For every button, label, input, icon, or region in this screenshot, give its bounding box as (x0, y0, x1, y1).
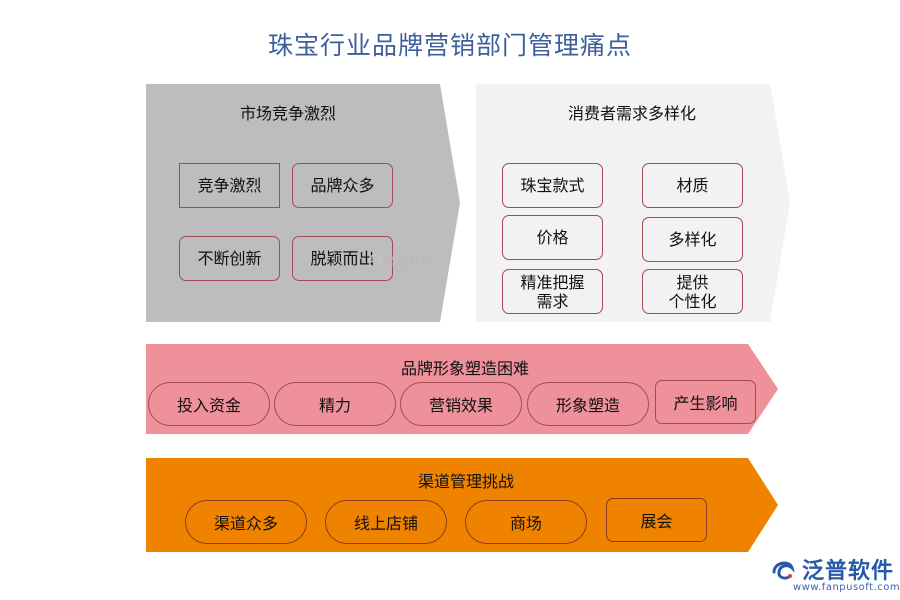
brand-item-energy: 精力 (274, 382, 396, 426)
market-panel-title: 市场竞争激烈 (240, 104, 337, 123)
brand-item-marketing-effect: 营销效果 (400, 382, 522, 426)
market-item-stand-out: 脱颖而出 (292, 236, 393, 281)
center-watermark-text: 泛普软件 (385, 254, 434, 268)
consumer-item-material: 材质 (642, 163, 743, 208)
market-competition-panel: 市场竞争激烈 竞争激烈 品牌众多 不断创新 脱颖而出 (146, 84, 460, 322)
brand-image-panel: 品牌形象塑造困难 投入资金 精力 营销效果 形象塑造 产生影响 (146, 344, 778, 434)
consumer-item-style: 珠宝款式 (502, 163, 603, 208)
brand-item-image-shaping: 形象塑造 (527, 382, 649, 426)
brand-item-impact: 产生影响 (655, 380, 756, 424)
watermark-logo-icon (368, 253, 382, 268)
logo-url: www.fanpusoft.com (793, 582, 900, 593)
brand-item-funding: 投入资金 (148, 382, 270, 426)
market-item-competition: 竞争激烈 (179, 163, 280, 208)
consumer-item-diversity: 多样化 (642, 217, 743, 262)
logo-swirl-icon (772, 561, 795, 580)
light-chevron-shape (476, 84, 790, 322)
brand-logo: 泛普软件 (770, 553, 894, 585)
brand-panel-title: 品牌形象塑造困难 (401, 359, 530, 378)
consumer-needs-panel: 消费者需求多样化 珠宝款式 材质 价格 多样化 精准把握 需求 提供 个性化 (476, 84, 790, 322)
gray-chevron-shape (146, 84, 460, 322)
channel-item-online-store: 线上店铺 (325, 500, 447, 544)
consumer-item-personalization: 提供 个性化 (642, 269, 743, 314)
channel-item-many-channels: 渠道众多 (185, 500, 307, 544)
channel-item-exhibition: 展会 (606, 498, 707, 542)
consumer-item-grasp-needs: 精准把握 需求 (502, 269, 603, 314)
market-item-many-brands: 品牌众多 (292, 163, 393, 208)
market-item-innovation: 不断创新 (179, 236, 280, 281)
channel-panel-title: 渠道管理挑战 (418, 472, 515, 491)
consumer-item-price: 价格 (502, 215, 603, 260)
channel-item-mall: 商场 (465, 500, 587, 544)
consumer-panel-title: 消费者需求多样化 (568, 104, 697, 123)
page-title: 珠宝行业品牌营销部门管理痛点 (267, 31, 632, 60)
center-watermark: 泛普软件 (368, 252, 433, 269)
channel-management-panel: 渠道管理挑战 渠道众多 线上店铺 商场 展会 (146, 458, 778, 552)
logo-text: 泛普软件 (802, 559, 895, 584)
